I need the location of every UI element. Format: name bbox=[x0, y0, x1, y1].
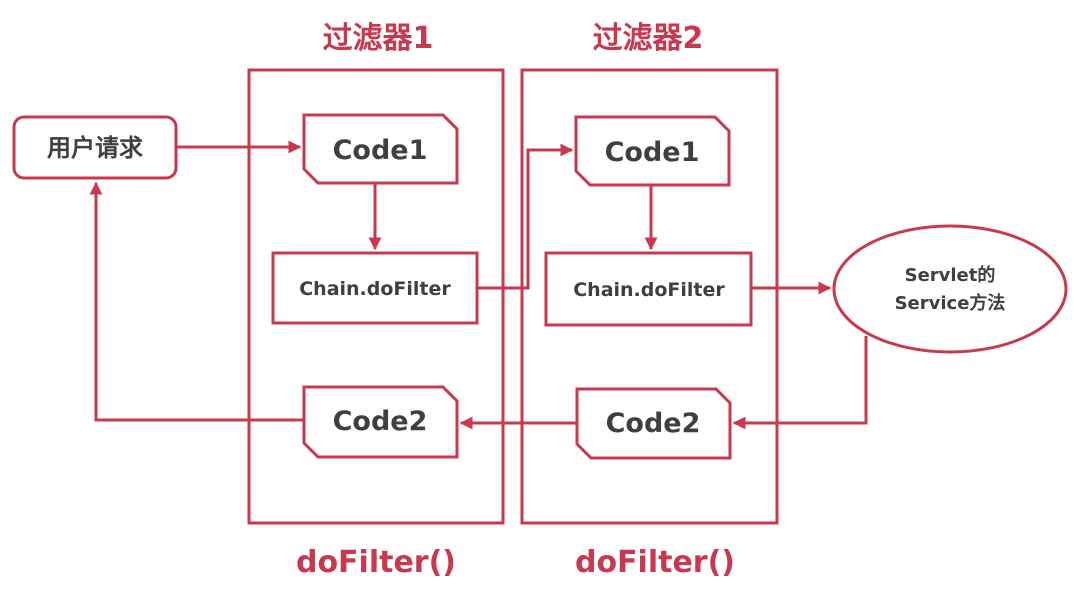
filter1-footer: doFilter() bbox=[296, 545, 456, 580]
servlet-line1-label: Servlet的 bbox=[905, 264, 996, 286]
filter1-title: 过滤器1 bbox=[323, 21, 434, 56]
arrow-f1chain-to-f2code1 bbox=[478, 143, 574, 290]
filter2-code2-node: Code2 bbox=[575, 387, 732, 460]
filter2-code1-node: Code1 bbox=[574, 115, 731, 187]
user-request-node: 用户请求 bbox=[12, 115, 178, 180]
arrow-servlet-to-f2code2 bbox=[732, 336, 868, 430]
filter2-container bbox=[520, 68, 779, 525]
filter2-code1-label: Code1 bbox=[605, 137, 700, 168]
arrow-f1code2-to-request bbox=[89, 181, 303, 422]
filter2-footer: doFilter() bbox=[575, 545, 735, 580]
filter1-chain-node: Chain.doFilter bbox=[271, 251, 479, 325]
user-request-label: 用户请求 bbox=[47, 134, 143, 162]
filter1-code2-label: Code2 bbox=[333, 406, 428, 437]
filter1-container bbox=[247, 68, 505, 525]
servlet-service-node: Servlet的 Service方法 bbox=[832, 224, 1068, 354]
filter1-code2-node: Code2 bbox=[302, 385, 459, 459]
filter2-title: 过滤器2 bbox=[593, 21, 704, 56]
filter1-code1-label: Code1 bbox=[333, 135, 428, 166]
servlet-line2-label: Service方法 bbox=[895, 292, 1006, 314]
filter1-code1-node: Code1 bbox=[302, 113, 459, 185]
filter2-chain-node: Chain.doFilter bbox=[544, 251, 753, 327]
filter1-chain-label: Chain.doFilter bbox=[299, 278, 451, 300]
filter2-code2-label: Code2 bbox=[606, 408, 701, 439]
filter2-chain-label: Chain.doFilter bbox=[573, 279, 725, 301]
